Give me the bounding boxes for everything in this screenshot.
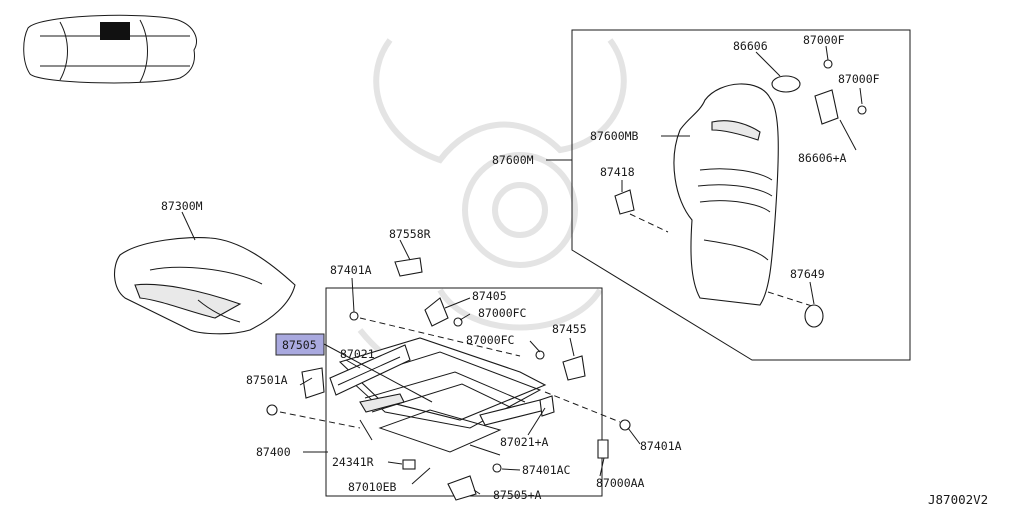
label-87455[interactable]: 87455 [552, 322, 587, 336]
label-87401A-top[interactable]: 87401A [330, 263, 372, 277]
label-87505[interactable]: 87505 [282, 338, 317, 352]
label-87400[interactable]: 87400 [256, 445, 291, 459]
label-87000F-lower[interactable]: 87000F [838, 72, 880, 86]
label-87000AA[interactable]: 87000AA [596, 476, 645, 490]
seat-back-drawing [614, 59, 867, 328]
label-87000FC-lower[interactable]: 87000FC [466, 333, 515, 347]
label-87000F-upper[interactable]: 87000F [803, 33, 845, 47]
label-87000FC-upper[interactable]: 87000FC [478, 306, 527, 320]
part-labels: 87300M 87558R 87401A 87405 87000FC 87455… [161, 33, 880, 502]
label-24341R[interactable]: 24341R [332, 455, 374, 469]
label-87649[interactable]: 87649 [790, 267, 825, 281]
label-87558R[interactable]: 87558R [389, 227, 431, 241]
seat-location-marker [100, 22, 130, 40]
seat-back-boundary [571, 29, 911, 361]
label-87401A-right[interactable]: 87401A [640, 439, 682, 453]
seat-frame-drawing [329, 337, 547, 456]
vehicle-thumbnail [23, 14, 197, 84]
label-87505A[interactable]: 87505+A [493, 488, 542, 502]
small-parts [266, 257, 631, 501]
label-87021A[interactable]: 87021+A [500, 435, 549, 449]
label-87501A[interactable]: 87501A [246, 373, 288, 387]
seat-cushion-drawing [114, 211, 296, 335]
label-87401AC[interactable]: 87401AC [522, 463, 571, 477]
label-86606A[interactable]: 86606+A [798, 151, 847, 165]
label-87010EB[interactable]: 87010EB [348, 480, 397, 494]
assembly-guides [279, 213, 813, 429]
highlighted-part-box [275, 333, 325, 356]
diagram-id: J87002V2 [928, 492, 988, 507]
label-87600MB[interactable]: 87600MB [590, 129, 639, 143]
leader-lines [299, 45, 863, 495]
label-86606-top[interactable]: 86606 [733, 39, 768, 53]
label-87405[interactable]: 87405 [472, 289, 507, 303]
label-87021[interactable]: 87021 [340, 347, 375, 361]
label-87300M[interactable]: 87300M [161, 199, 203, 213]
label-87600M[interactable]: 87600M [492, 153, 534, 167]
label-87418[interactable]: 87418 [600, 165, 635, 179]
